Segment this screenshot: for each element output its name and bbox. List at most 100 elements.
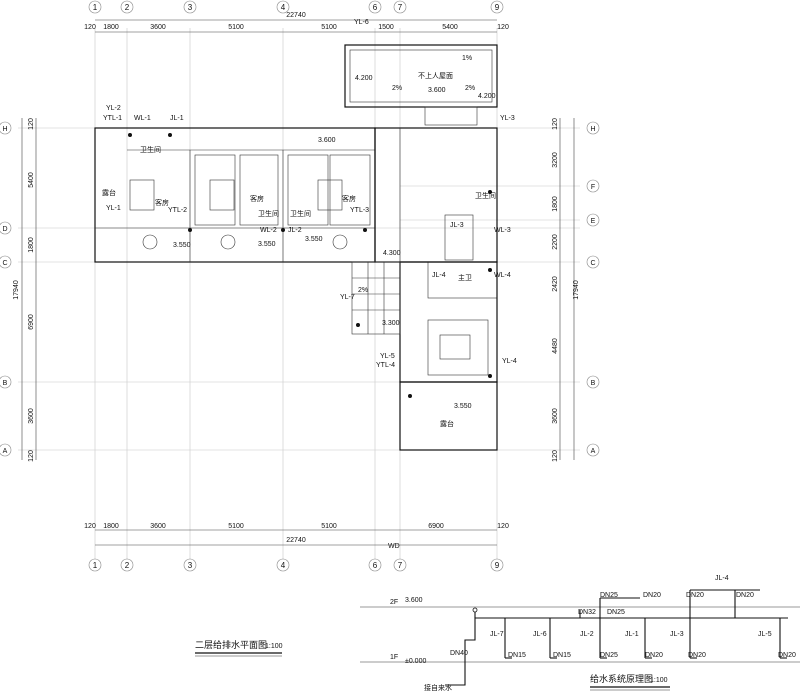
dim-top-total: 22740 xyxy=(286,12,306,19)
left-dimensions: 17940 120 5400 1800 6900 3600 120 xyxy=(13,118,37,462)
pipe-tag: YL-1 xyxy=(106,205,121,212)
bottom-dimensions: 120 1800 3600 5100 5100 6900 120 22740 xyxy=(84,523,509,546)
svg-text:120: 120 xyxy=(28,118,35,130)
slope: 1% xyxy=(462,55,472,62)
dim-text: 5100 xyxy=(321,24,337,31)
axis-bubble: 4 xyxy=(276,558,290,572)
room-label: 主卫 xyxy=(458,273,472,282)
riser-title-scale: 1:100 xyxy=(650,677,668,684)
axis-bubble: 6 xyxy=(368,0,382,14)
pipe-size: DN32 xyxy=(578,609,596,616)
svg-text:6900: 6900 xyxy=(28,314,35,330)
pipe-size: DN20 xyxy=(778,652,796,659)
top-dimensions: 22740 120 1800 3600 5100 5100 1500 5400 … xyxy=(84,12,509,33)
svg-text:5100: 5100 xyxy=(321,523,337,530)
svg-text:B: B xyxy=(3,380,8,387)
elevation: 4.200 xyxy=(355,75,373,82)
svg-text:1800: 1800 xyxy=(28,237,35,253)
pipe-tag: WL-1 xyxy=(134,115,151,122)
axis-bubble: A xyxy=(0,443,12,457)
elevation: 3.300 xyxy=(382,320,400,327)
svg-text:6: 6 xyxy=(373,561,378,570)
svg-text:E: E xyxy=(591,218,596,225)
floor-level: 3.600 xyxy=(405,597,423,604)
axis-bubble: C xyxy=(0,255,12,269)
floor-label: 2F xyxy=(390,599,398,606)
svg-text:120: 120 xyxy=(552,118,559,130)
svg-text:9: 9 xyxy=(495,561,500,570)
room-label: 卫生间 xyxy=(290,209,311,218)
svg-text:2420: 2420 xyxy=(552,276,559,292)
axis-bubble: 2 xyxy=(120,0,134,14)
svg-text:1: 1 xyxy=(93,3,98,12)
plan-title: 二层给排水平面图 1:100 xyxy=(195,639,283,657)
dim-text: 3600 xyxy=(150,24,166,31)
svg-text:H: H xyxy=(590,126,595,133)
svg-text:2: 2 xyxy=(125,561,130,570)
svg-text:9: 9 xyxy=(495,3,500,12)
axis-bubble: 6 xyxy=(368,558,382,572)
svg-text:120: 120 xyxy=(552,450,559,462)
axis-bubble: 2 xyxy=(120,558,134,572)
axis-bubble: 7 xyxy=(393,558,407,572)
room-label: 露台 xyxy=(440,419,454,428)
elevation: 3.550 xyxy=(173,242,191,249)
elevation: 4.300 xyxy=(383,250,401,257)
pipe-tag: YL-2 xyxy=(106,105,121,112)
riser-diagram: 2F 3.600 1F ±0.000 DN40 接自来水 JL-7 JL-6 J… xyxy=(360,575,800,692)
pipe-tag: YL-6 xyxy=(354,19,369,26)
axis-bubble: H xyxy=(586,121,600,135)
pipe-tag: YL-7 xyxy=(340,294,355,301)
svg-text:5100: 5100 xyxy=(228,523,244,530)
svg-text:5400: 5400 xyxy=(28,172,35,188)
riser-title: 给水系统原理图 1:100 xyxy=(590,673,670,691)
pipe-tag: YL-4 xyxy=(502,358,517,365)
pipe-size: DN20 xyxy=(643,592,661,599)
riser-title-text: 给水系统原理图 xyxy=(590,673,653,684)
svg-text:120: 120 xyxy=(84,523,96,530)
riser-pipe-label: JL-5 xyxy=(758,631,772,638)
dim-left-total: 17940 xyxy=(13,280,20,300)
axis-bubble: 1 xyxy=(88,558,102,572)
slope: 2% xyxy=(465,85,475,92)
pipe-size: DN20 xyxy=(645,652,663,659)
svg-text:3: 3 xyxy=(188,561,193,570)
pipe-tag: JL-2 xyxy=(288,227,302,234)
floor-level: ±0.000 xyxy=(405,658,426,665)
svg-text:7: 7 xyxy=(398,561,403,570)
room-label: 卫生间 xyxy=(475,191,496,200)
riser-pipe-label: JL-3 xyxy=(670,631,684,638)
top-axis-bubbles: 1 2 3 4 6 7 9 xyxy=(88,0,504,14)
riser-pipe-label: JL-7 xyxy=(490,631,504,638)
elevation: 3.550 xyxy=(454,403,472,410)
axis-bubble: C xyxy=(586,255,600,269)
svg-text:1: 1 xyxy=(93,561,98,570)
pipe-size: DN40 xyxy=(450,650,468,657)
svg-text:7: 7 xyxy=(398,3,403,12)
svg-text:D: D xyxy=(2,226,7,233)
svg-text:H: H xyxy=(2,126,7,133)
pipe-tag: YTL-1 xyxy=(103,115,122,122)
pipe-tag: YTL-2 xyxy=(168,207,187,214)
svg-text:120: 120 xyxy=(497,523,509,530)
room-label: 露台 xyxy=(102,188,116,197)
axis-bubble: A xyxy=(586,443,600,457)
floor-label: 1F xyxy=(390,654,398,661)
svg-text:6: 6 xyxy=(373,3,378,12)
svg-text:4480: 4480 xyxy=(552,338,559,354)
room-label: 客房 xyxy=(250,194,264,203)
dim-text: 1500 xyxy=(378,24,394,31)
axis-grid xyxy=(18,28,580,560)
floor-plan xyxy=(94,44,498,451)
pipe-tag: WL-3 xyxy=(494,227,511,234)
axis-bubble: 3 xyxy=(183,0,197,14)
pipe-tag: YL-3 xyxy=(500,115,515,122)
pipe-size: DN20 xyxy=(736,592,754,599)
dim-text: 120 xyxy=(497,24,509,31)
left-axis-bubbles: H D C B A xyxy=(0,121,12,457)
svg-text:3200: 3200 xyxy=(552,152,559,168)
pipe-tag: JL-4 xyxy=(432,272,446,279)
svg-text:6900: 6900 xyxy=(428,523,444,530)
dim-text: 1800 xyxy=(103,24,119,31)
